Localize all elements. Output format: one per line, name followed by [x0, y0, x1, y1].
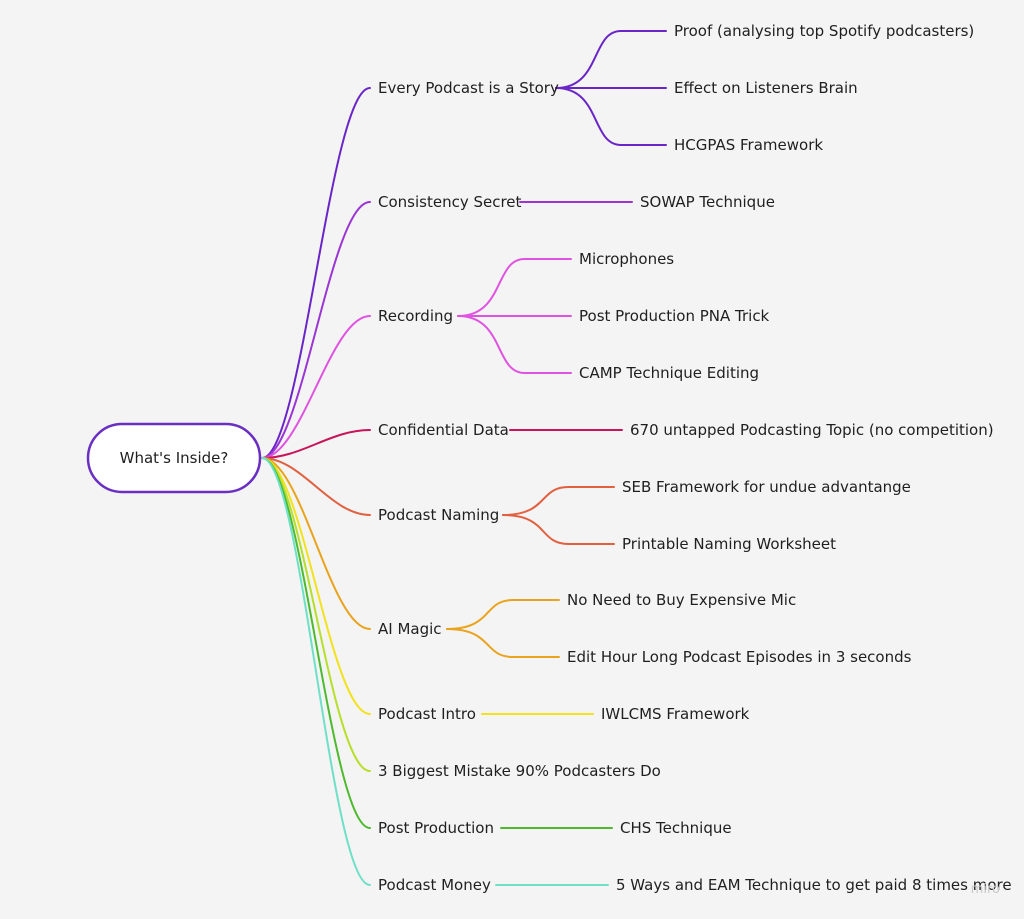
edge-recording-to-child-0: [457, 258, 572, 317]
child-node-effect-on-listeners-brain[interactable]: Effect on Listeners Brain: [674, 79, 858, 97]
root-node-box: [86, 422, 262, 494]
edge-ai-magic-to-child-1: [446, 628, 560, 658]
branch-node-post-production[interactable]: Post Production: [378, 819, 494, 837]
edge-every-podcast-is-a-story-to-child-0: [555, 30, 667, 89]
edge-ai-magic-to-child-0: [446, 599, 560, 630]
child-node-no-need-to-buy-expensive-mic[interactable]: No Need to Buy Expensive Mic: [567, 591, 796, 609]
child-node-5-ways-and-eam-technique-to-get-paid-8-times-more[interactable]: 5 Ways and EAM Technique to get paid 8 t…: [616, 876, 1012, 894]
edge-root-to-3-biggest-mistake-90-podcasters-do: [261, 457, 371, 772]
edge-podcast-naming-to-child-0: [502, 486, 615, 516]
child-node-seb-framework-for-undue-advantange[interactable]: SEB Framework for undue advantange: [622, 478, 911, 496]
edge-root-to-consistency-secret: [261, 201, 371, 459]
branch-node-ai-magic[interactable]: AI Magic: [378, 620, 442, 638]
mindmap-nodes: Every Podcast is a Story Proof (analysing…: [378, 22, 1012, 894]
branch-node-3-biggest-mistake-90-podcasters-do[interactable]: 3 Biggest Mistake 90% Podcasters Do: [378, 762, 661, 780]
child-node-camp-technique-editing[interactable]: CAMP Technique Editing: [579, 364, 759, 382]
child-node-post-production-pna-trick[interactable]: Post Production PNA Trick: [579, 307, 770, 325]
child-node-proof-analysing-top-spotify-podcasters[interactable]: Proof (analysing top Spotify podcasters): [674, 22, 974, 40]
edge-root-to-ai-magic: [261, 457, 371, 630]
edge-root-to-podcast-naming: [261, 457, 371, 516]
edge-root-to-podcast-intro: [261, 457, 371, 715]
edge-root-to-podcast-money: [261, 457, 371, 886]
child-node-chs-technique[interactable]: CHS Technique: [620, 819, 732, 837]
child-node-edit-hour-long-podcast-episodes-in-3-seconds[interactable]: Edit Hour Long Podcast Episodes in 3 sec…: [567, 648, 912, 666]
root-node[interactable]: What's Inside?: [86, 422, 262, 494]
miro-watermark: miro: [970, 882, 1000, 897]
edge-podcast-naming-to-child-1: [502, 514, 615, 545]
root-node-label: What's Inside?: [120, 449, 229, 467]
child-node-printable-naming-worksheet[interactable]: Printable Naming Worksheet: [622, 535, 836, 553]
child-node-sowap-technique[interactable]: SOWAP Technique: [640, 193, 775, 211]
edge-every-podcast-is-a-story-to-child-2: [555, 87, 667, 146]
edge-root-to-recording: [261, 315, 371, 459]
branch-node-podcast-money[interactable]: Podcast Money: [378, 876, 491, 894]
edge-root-to-every-podcast-is-a-story: [261, 87, 371, 459]
branch-node-podcast-naming[interactable]: Podcast Naming: [378, 506, 499, 524]
branch-node-every-podcast-is-a-story[interactable]: Every Podcast is a Story: [378, 79, 559, 97]
child-node-iwlcms-framework[interactable]: IWLCMS Framework: [601, 705, 750, 723]
child-node-670-untapped-podcasting-topic-no-competition[interactable]: 670 untapped Podcasting Topic (no compet…: [630, 421, 994, 439]
branch-node-consistency-secret[interactable]: Consistency Secret: [378, 193, 522, 211]
child-node-microphones[interactable]: Microphones: [579, 250, 674, 268]
branch-node-podcast-intro[interactable]: Podcast Intro: [378, 705, 476, 723]
edge-root-to-confidential-data: [261, 429, 371, 459]
edge-root-to-post-production: [261, 457, 371, 829]
mindmap-edges: [261, 30, 667, 886]
child-node-hcgpas-framework[interactable]: HCGPAS Framework: [674, 136, 823, 154]
branch-node-confidential-data[interactable]: Confidential Data: [378, 421, 509, 439]
edge-recording-to-child-2: [457, 315, 572, 374]
branch-node-recording[interactable]: Recording: [378, 307, 453, 325]
